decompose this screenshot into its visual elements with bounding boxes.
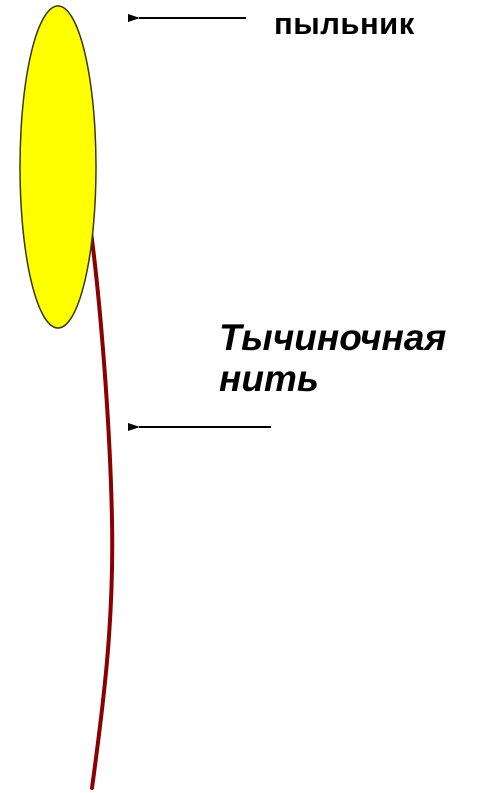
anther-ellipse [19,5,97,329]
filament-stalk [89,230,115,790]
filament-label: Тычиночная нить [219,317,489,399]
filament-label-line2: нить [219,357,319,399]
anther-label: пыльник [274,6,415,41]
filament-label-line1: Тычиночная [219,317,447,358]
